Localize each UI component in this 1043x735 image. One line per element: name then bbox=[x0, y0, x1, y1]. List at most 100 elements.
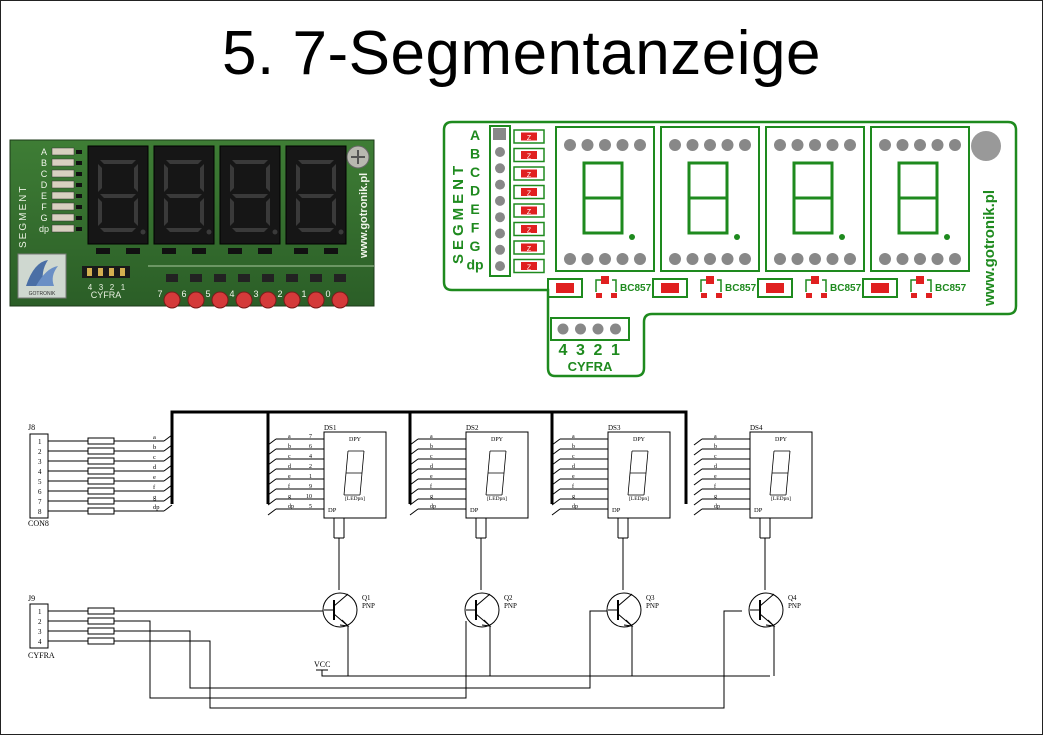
pcb-digit-number: 3 bbox=[576, 342, 585, 359]
net-label: a bbox=[572, 434, 575, 440]
pcb-segment-letter: D bbox=[470, 183, 480, 199]
net-label: dp bbox=[714, 504, 720, 510]
net-label: c bbox=[572, 454, 575, 460]
j8-connector bbox=[29, 433, 49, 519]
mounting-hole bbox=[971, 131, 1001, 161]
transistor-type: PNP bbox=[788, 602, 801, 610]
display-dp-label: DP bbox=[754, 507, 763, 514]
pcb-resistor bbox=[513, 147, 545, 163]
photo-led-number: 6 bbox=[181, 289, 186, 299]
net-label: f bbox=[153, 484, 156, 491]
pcb-resistor-mark: Z bbox=[527, 191, 532, 198]
photo-url: www.gotronik.pl bbox=[358, 173, 370, 259]
pcb-transistor-label: BC857 bbox=[830, 283, 862, 294]
pcb-segment-letter: G bbox=[470, 238, 481, 254]
net-label: c bbox=[714, 454, 717, 460]
pin-number: 6 bbox=[309, 444, 312, 450]
pcb-resistor bbox=[513, 240, 545, 255]
net-label: g bbox=[572, 494, 575, 500]
pcb-resistor bbox=[513, 221, 545, 237]
display-name: DS2 bbox=[466, 424, 479, 432]
seven-segment-display bbox=[465, 431, 529, 519]
net-label: a bbox=[153, 434, 156, 441]
pcb-segment-letter: C bbox=[470, 164, 480, 180]
j8-pin-number: 8 bbox=[38, 508, 42, 516]
pnp-transistor-icon bbox=[464, 592, 500, 628]
display-dp-label: DP bbox=[328, 507, 337, 514]
net-label: a bbox=[714, 434, 717, 440]
resistor bbox=[87, 467, 115, 475]
pcb-transistor-label: BC857 bbox=[725, 283, 757, 294]
transistor-name: Q4 bbox=[788, 594, 797, 602]
resistor bbox=[87, 437, 115, 445]
photo-segment-letter: B bbox=[41, 158, 47, 168]
seven-segment-display bbox=[749, 431, 813, 519]
resistor bbox=[87, 617, 115, 625]
display-dp-label: DP bbox=[470, 507, 479, 514]
pcb-base-resistor bbox=[547, 278, 583, 298]
j8-type: CON8 bbox=[28, 519, 49, 528]
pcb-base-resistor bbox=[652, 278, 688, 298]
pnp-transistor-icon bbox=[322, 592, 358, 628]
display-package: [LEDpn] bbox=[487, 496, 507, 502]
vcc-label: VCC bbox=[314, 660, 330, 669]
pin-number: 9 bbox=[309, 484, 312, 490]
base-trace bbox=[114, 610, 608, 689]
pcb-resistor bbox=[513, 166, 545, 181]
photo-led-number: 2 bbox=[277, 289, 282, 299]
j8-pin-number: 4 bbox=[38, 468, 42, 476]
net-label: dp bbox=[430, 504, 436, 510]
pcb-segment-letter: E bbox=[470, 201, 479, 217]
net-label: g bbox=[153, 494, 157, 501]
display-name: DS3 bbox=[608, 424, 621, 432]
display-dp-label: DP bbox=[612, 507, 621, 514]
transistor-type: PNP bbox=[362, 602, 375, 610]
pcb-base-resistor bbox=[862, 278, 898, 298]
j9-pin-number: 2 bbox=[38, 618, 42, 626]
display-package: [LEDpn] bbox=[345, 496, 365, 502]
display-type: DPY bbox=[775, 437, 788, 443]
photo-side-label: SEGMENT bbox=[18, 185, 29, 248]
pcb-display bbox=[555, 126, 655, 272]
pcb-resistor-mark: Z bbox=[527, 265, 532, 272]
j9-pin-number: 1 bbox=[38, 608, 42, 616]
pnp-transistor-icon bbox=[606, 592, 642, 628]
photo-cyfra-label: CYFRA bbox=[91, 290, 122, 300]
base-trace bbox=[114, 610, 742, 709]
pcb-base-resistor bbox=[757, 278, 793, 298]
pcb-resistor bbox=[513, 203, 545, 218]
photo-digit-number: 1 bbox=[121, 283, 126, 292]
net-label: a bbox=[288, 434, 291, 440]
svg-text:GOTRONIK: GOTRONIK bbox=[29, 291, 56, 297]
led-icon bbox=[235, 291, 253, 309]
photo-led-number: 0 bbox=[325, 289, 330, 299]
base-trace bbox=[114, 620, 467, 699]
net-label: e bbox=[153, 474, 156, 481]
transistor-name: Q3 bbox=[646, 594, 655, 602]
display-type: DPY bbox=[491, 437, 504, 443]
pcb-resistor bbox=[513, 129, 545, 144]
photo-digit-number: 2 bbox=[110, 283, 115, 292]
slide-title: 5. 7-Segmentanzeige bbox=[222, 19, 821, 88]
pnp-transistor-icon bbox=[748, 592, 784, 628]
net-label: f bbox=[288, 483, 290, 490]
photo-led-number: 4 bbox=[229, 289, 234, 299]
vcc-rail bbox=[321, 670, 770, 677]
j8-pin-number: 5 bbox=[38, 478, 42, 486]
net-label: b bbox=[430, 444, 433, 450]
net-label: b bbox=[288, 444, 291, 450]
transistor-type: PNP bbox=[504, 602, 517, 610]
pcb-transistor bbox=[811, 276, 819, 284]
pcb-url: www.gotronik.pl bbox=[981, 190, 998, 307]
j9-name: J9 bbox=[28, 594, 35, 603]
net-label: c bbox=[288, 454, 291, 460]
net-label: g bbox=[714, 494, 717, 500]
pcb-segment-letter: dp bbox=[466, 257, 483, 273]
pcb-resistor-mark: Z bbox=[527, 209, 532, 216]
net-label: dp bbox=[288, 504, 294, 510]
pcb-display bbox=[660, 126, 760, 272]
net-label: d bbox=[430, 464, 433, 470]
led-icon bbox=[331, 291, 349, 309]
